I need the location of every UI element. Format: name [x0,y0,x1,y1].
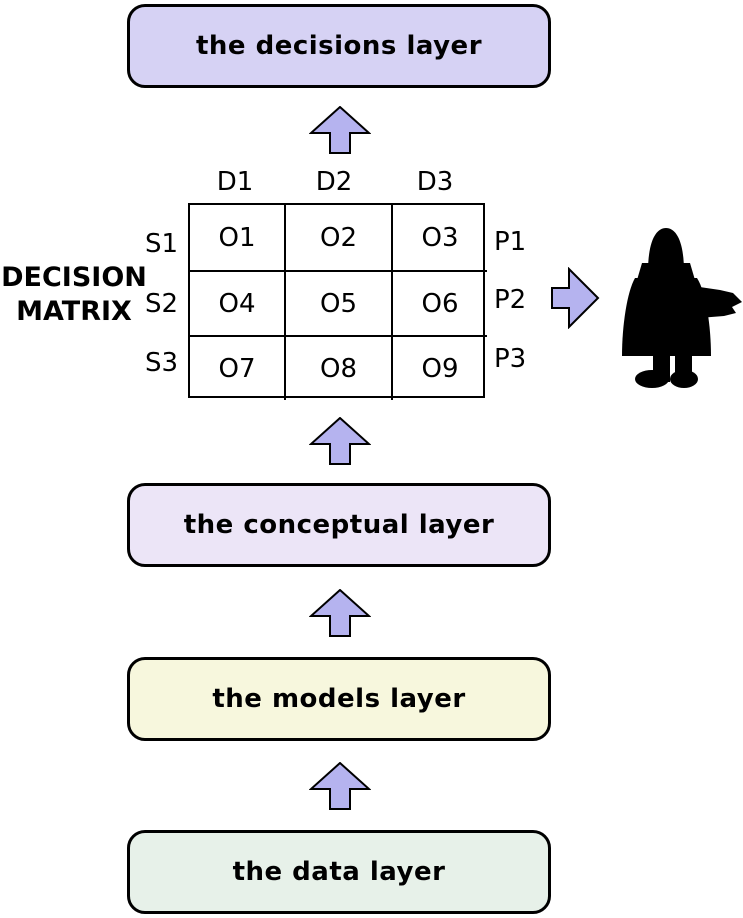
data-layer-box: the data layer [127,830,551,914]
decision-matrix-title-line1: DECISION [1,262,147,293]
matrix-cell-o6: O6 [391,270,487,335]
matrix-cell-o8: O8 [284,335,391,400]
matrix-cell-o4: O4 [190,270,284,335]
matrix-row-header-p1: P1 [494,227,527,257]
conceptual-layer-box: the conceptual layer [127,483,551,567]
decision-matrix-title: DECISION MATRIX [0,261,148,329]
matrix-row-header-p3: P3 [494,344,527,374]
matrix-cell-o3: O3 [391,205,487,270]
models-layer-label: the models layer [212,684,466,714]
models-layer-box: the models layer [127,657,551,741]
right-arrow-icon [551,267,600,329]
matrix-row-header-s3: S3 [144,348,178,378]
matrix-col-header-d2: D2 [315,167,353,197]
decisions-layer-box: the decisions layer [127,4,551,88]
person-silhouette-icon [622,228,742,388]
decision-matrix-title-line2: MATRIX [16,296,132,327]
matrix-row-header-s2: S2 [144,289,178,319]
decision-matrix-table: O1 O2 O3 O4 O5 O6 O7 O8 O9 [188,203,487,400]
matrix-row-header-s1: S1 [144,229,178,259]
matrix-cell-o7: O7 [190,335,284,400]
matrix-col-header-d3: D3 [416,167,454,197]
up-arrow-icon [309,762,371,810]
data-layer-label: the data layer [232,857,446,887]
matrix-row-header-p2: P2 [494,285,527,315]
matrix-cell-o2: O2 [284,205,391,270]
matrix-col-header-d1: D1 [216,167,254,197]
conceptual-layer-label: the conceptual layer [183,510,495,540]
matrix-cell-o9: O9 [391,335,487,400]
up-arrow-icon [309,589,371,637]
up-arrow-icon [309,417,371,465]
matrix-cell-o1: O1 [218,222,256,253]
up-arrow-icon [309,106,371,154]
decisions-layer-label: the decisions layer [195,31,483,61]
matrix-cell-o5: O5 [284,270,391,335]
